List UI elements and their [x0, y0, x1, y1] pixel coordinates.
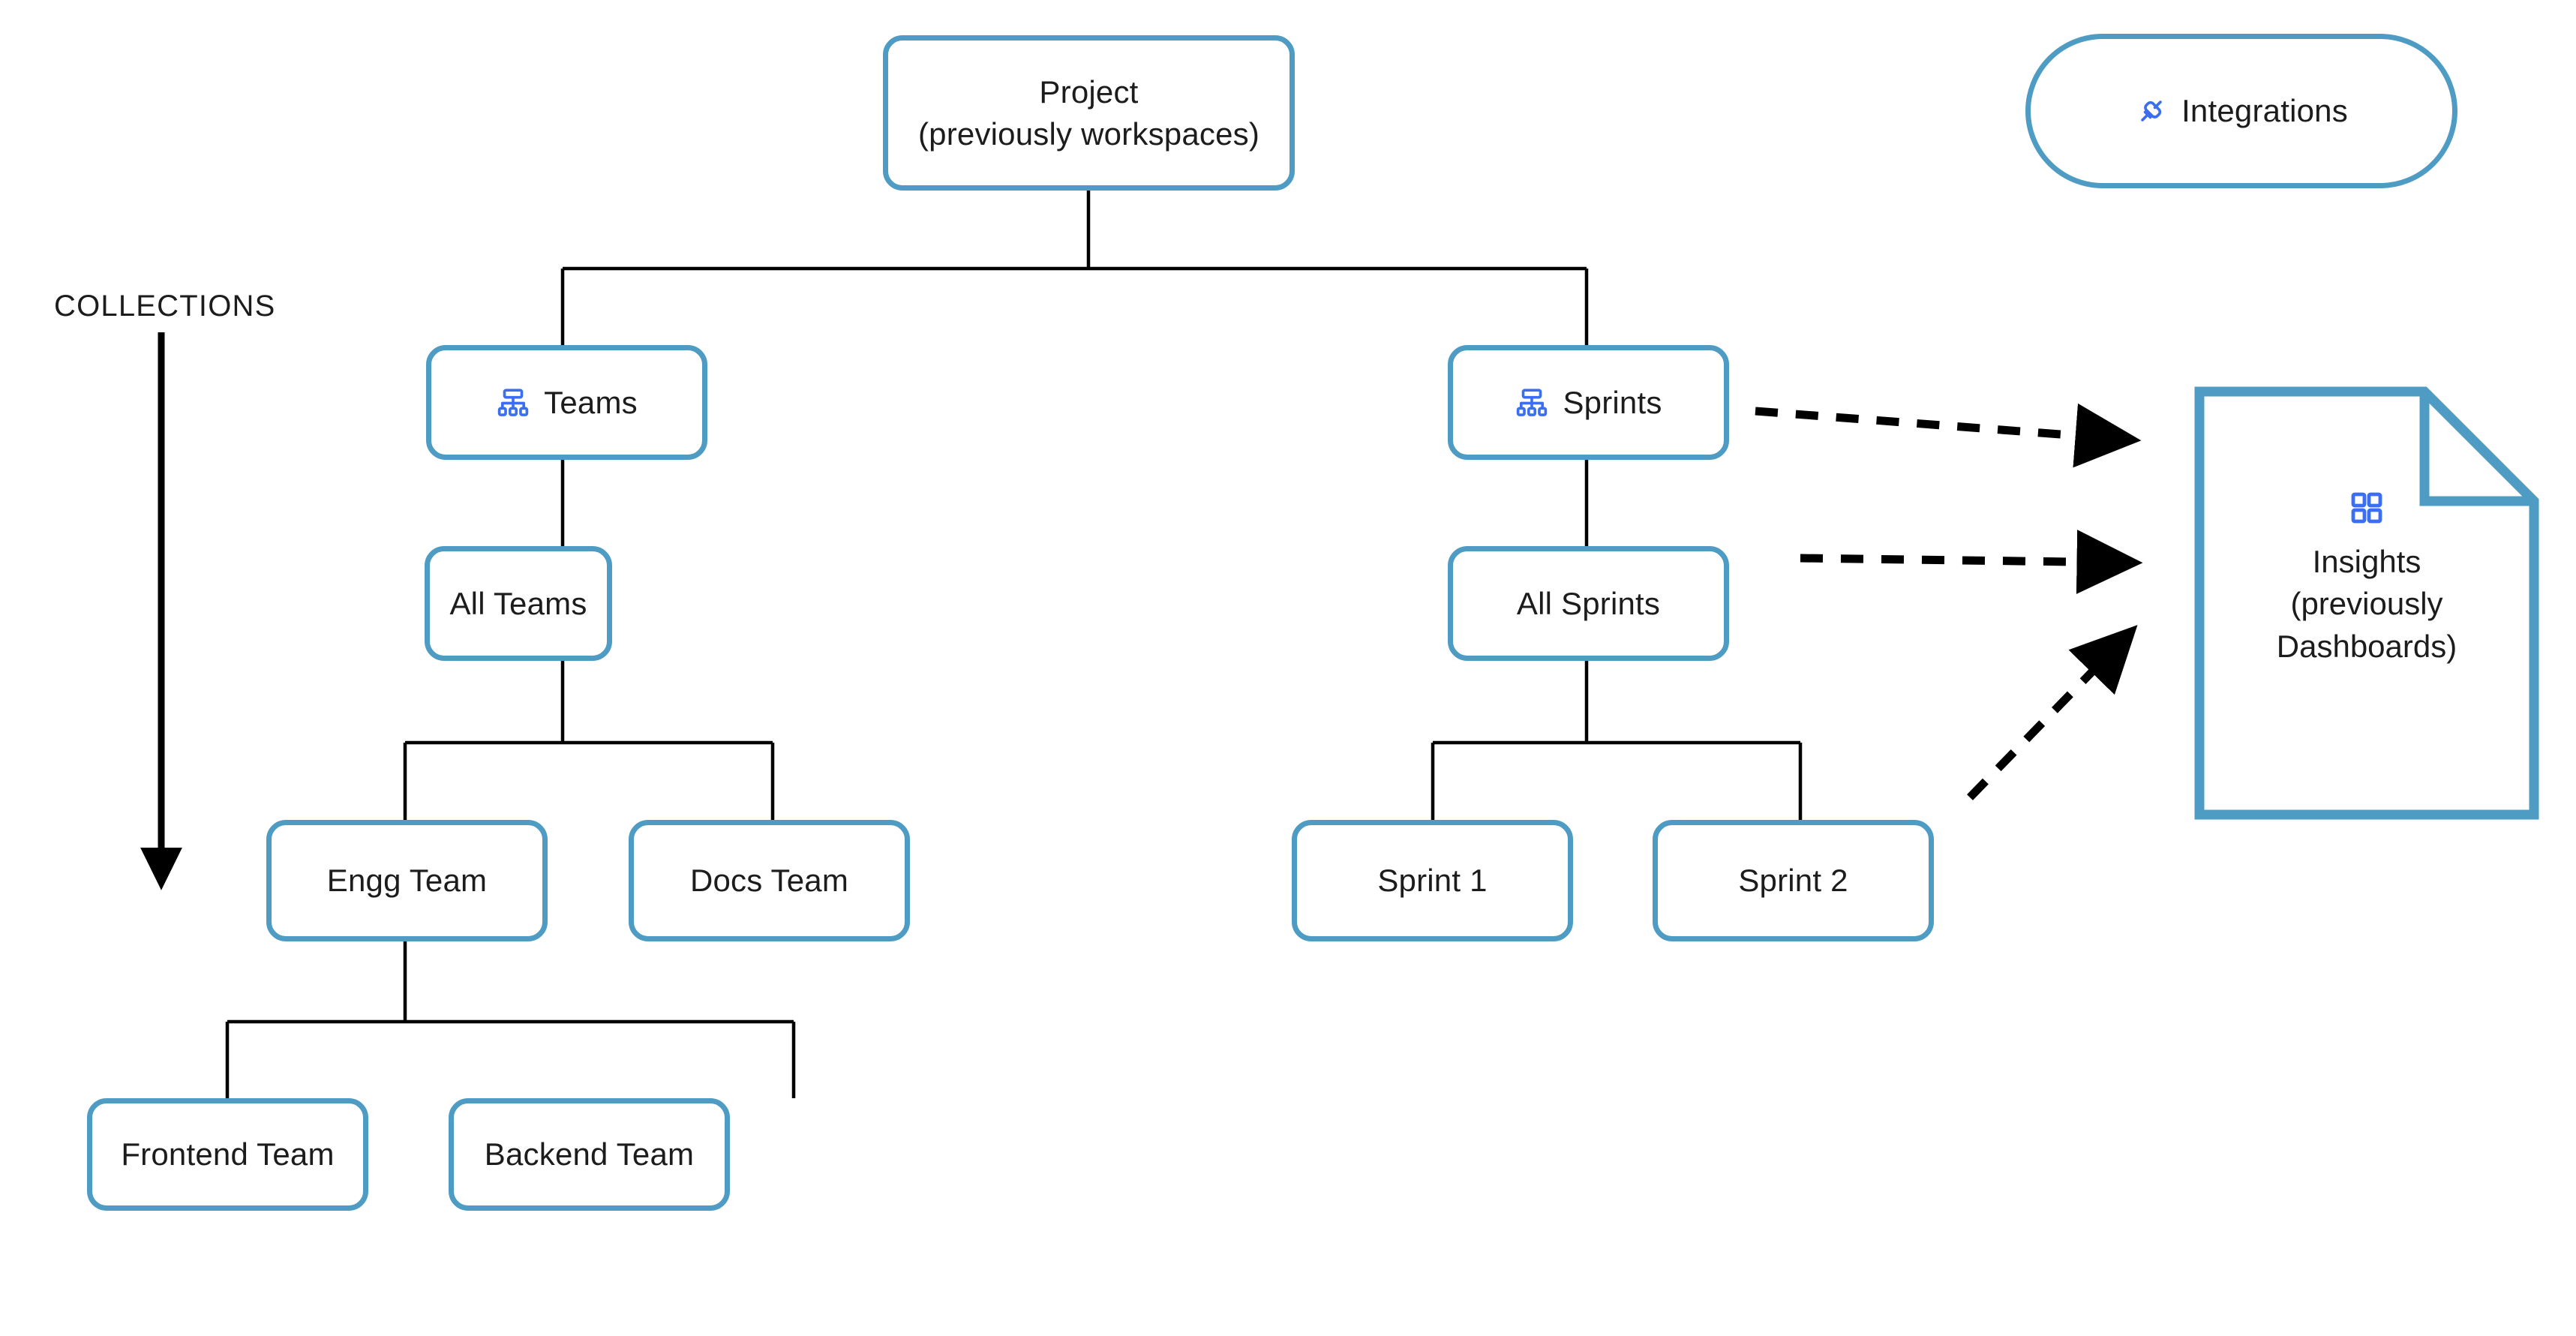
- node-sprint-2[interactable]: Sprint 2: [1653, 820, 1934, 941]
- node-sprints[interactable]: Sprints: [1448, 345, 1729, 460]
- node-engg-team[interactable]: Engg Team: [266, 820, 548, 941]
- node-all-teams[interactable]: All Teams: [425, 546, 612, 661]
- node-teams-label: Teams: [544, 384, 638, 420]
- hierarchy-icon: [496, 386, 530, 420]
- node-all-sprints-label: All Sprints: [1516, 585, 1661, 621]
- node-frontend-team-label: Frontend Team: [121, 1136, 335, 1172]
- node-teams[interactable]: Teams: [426, 345, 707, 460]
- node-project[interactable]: Project (previously workspaces): [883, 35, 1295, 191]
- dashed-edge-all-sprints-to-insights: [1800, 530, 2143, 594]
- edge-project-to-children: [560, 190, 1589, 345]
- node-project-label: Project (previously workspaces): [917, 74, 1260, 152]
- plug-connector-icon: [2135, 95, 2168, 128]
- node-frontend-team[interactable]: Frontend Team: [87, 1098, 368, 1211]
- collections-label: COLLECTIONS: [54, 290, 276, 323]
- insights-document-shape: [2194, 386, 2539, 820]
- node-all-sprints[interactable]: All Sprints: [1448, 546, 1729, 661]
- edge-all-sprints-to-sprints: [1431, 660, 1803, 820]
- hierarchy-icon: [1515, 386, 1549, 420]
- node-sprint-1[interactable]: Sprint 1: [1292, 820, 1573, 941]
- node-integrations[interactable]: Integrations: [2025, 34, 2457, 188]
- node-backend-team[interactable]: Backend Team: [449, 1098, 730, 1211]
- node-sprints-label: Sprints: [1563, 384, 1662, 420]
- node-backend-team-label: Backend Team: [484, 1136, 695, 1172]
- dashed-edge-sprint2-to-insights: [1967, 625, 2138, 800]
- grid-dashboard-icon: [2349, 490, 2385, 526]
- node-docs-team-label: Docs Team: [689, 863, 849, 899]
- dashed-edge-sprints-to-insights: [1755, 403, 2142, 468]
- node-engg-team-label: Engg Team: [326, 863, 488, 899]
- node-sprint-2-label: Sprint 2: [1738, 863, 1848, 899]
- node-sprint-1-label: Sprint 1: [1377, 863, 1488, 899]
- node-all-teams-label: All Teams: [449, 585, 587, 621]
- node-docs-team[interactable]: Docs Team: [629, 820, 910, 941]
- node-insights-label: Insights (previously Dashboards): [2276, 544, 2457, 664]
- edge-all-teams-to-subteams: [403, 660, 775, 820]
- node-integrations-label: Integrations: [2181, 93, 2348, 129]
- node-insights[interactable]: Insights (previously Dashboards): [2194, 386, 2539, 820]
- edge-engg-to-frontend-backend: [225, 941, 796, 1098]
